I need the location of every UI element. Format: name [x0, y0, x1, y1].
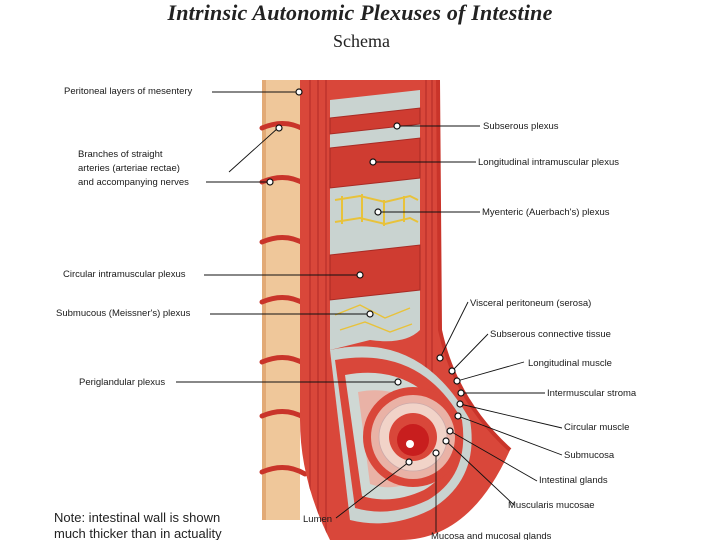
label-longitudinal-intramuscular-plexus: Longitudinal intramuscular plexus [478, 157, 619, 168]
leader-dots [266, 88, 465, 466]
label-intestinal-glands: Intestinal glands [539, 475, 608, 486]
label-circular-muscle: Circular muscle [564, 422, 630, 433]
diagram-title: Intrinsic Autonomic Plexuses of Intestin… [167, 0, 553, 25]
label-subserous-connective-tissue: Subserous connective tissue [490, 329, 611, 340]
diagram-subtitle: Schema [333, 31, 390, 51]
label-subserous-plexus: Subserous plexus [483, 121, 559, 132]
label-muscularis-mucosae: Muscularis mucosae [508, 500, 595, 511]
label-peritoneal-layers: Peritoneal layers of mesentery [64, 86, 193, 97]
label-intermuscular-stroma: Intermuscular stroma [547, 388, 637, 399]
lumen-shape [397, 424, 429, 456]
label-submucosa: Submucosa [564, 450, 615, 461]
label-periglandular-plexus: Periglandular plexus [79, 377, 166, 388]
label-longitudinal-muscle: Longitudinal muscle [528, 358, 612, 369]
label-branches-line1: Branches of straight [78, 149, 163, 160]
label-branches-line3: and accompanying nerves [78, 177, 189, 188]
label-lumen: Lumen [303, 514, 333, 525]
note-line-2: much thicker than in actuality [54, 526, 222, 540]
note-text: Note: intestinal wall is shown much thic… [54, 510, 222, 540]
label-circular-intramuscular-plexus: Circular intramuscular plexus [63, 269, 186, 280]
leader-lines [176, 91, 563, 532]
label-submucous-plexus: Submucous (Meissner's) plexus [56, 308, 191, 319]
label-branches-line2: arteries (arteriae rectae) [78, 163, 180, 174]
label-mucosa: Mucosa and mucosal glands [431, 531, 552, 540]
note-line-1: Note: intestinal wall is shown [54, 510, 221, 525]
label-myenteric-plexus: Myenteric (Auerbach's) plexus [482, 207, 610, 218]
label-visceral-peritoneum: Visceral peritoneum (serosa) [470, 298, 592, 309]
